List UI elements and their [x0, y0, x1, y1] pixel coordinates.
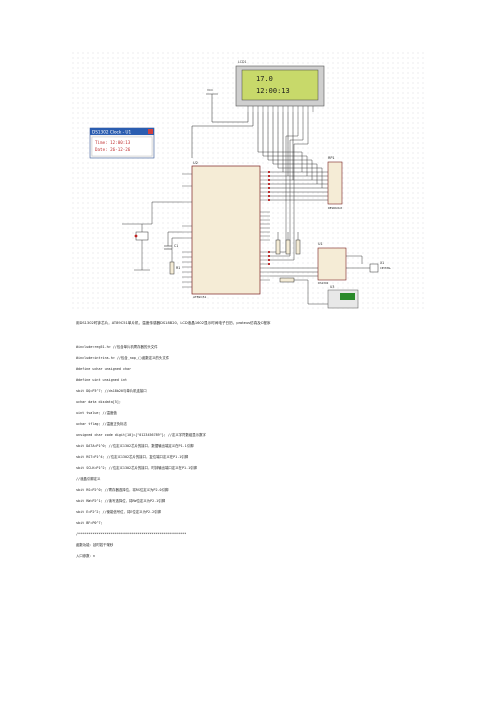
- r1-resistor: R1: [169, 261, 180, 275]
- code-line-14: sbit RS=P2^0; //寄存器选择位，将RS位定义为P2.0引脚: [76, 488, 169, 492]
- code-line-15: sbit RW=P2^1; //读写选择位，将RW位定义为P2.1引脚: [76, 499, 165, 503]
- u3-label: U3: [330, 285, 334, 289]
- reset-button[interactable]: [134, 231, 149, 241]
- rp1-sub-label: RESPACK-8: [328, 206, 342, 210]
- code-line-10: sbit DATA=P1^0; //位定义1302芯片的接口，数据输出端定义在P…: [76, 444, 194, 448]
- c1-capacitor: C1: [164, 244, 178, 250]
- r1-label: R1: [176, 266, 180, 270]
- x1-crystal: X1 CRYSTAL: [369, 261, 391, 273]
- code-line-16: sbit E=P2^2; //使能信号位，将E位定义为P2.2引脚: [76, 510, 161, 514]
- u2-label: U2: [193, 161, 198, 165]
- u1-label: U1: [318, 242, 323, 246]
- code-line-20: 入口参数：n: [76, 554, 95, 558]
- lcd-module: 17.0 12:00:13 LCD1: [235, 60, 325, 112]
- popup-time: Time: 12:00:13: [95, 140, 131, 145]
- code-line-11: sbit RST=P1^4; //位定义1302芯片的接口，复位端口定义在P1.…: [76, 455, 189, 459]
- code-line-9: unsigned char code digit[10]={"012345678…: [76, 433, 206, 437]
- code-line-7: uint tvalue; //温度值: [76, 411, 117, 415]
- code-line-6: uchar data disdata[5];: [76, 400, 121, 404]
- u2-sub-label: AT89C51: [193, 295, 206, 299]
- code-line-12: sbit SCLK=P1^2; //位定义1302芯片的接口，时钟输出端口定义在…: [76, 466, 197, 470]
- rp1-respack: RP1 RESPACK-8: [327, 156, 342, 210]
- code-line-4: #define uint unsigned int: [76, 378, 128, 382]
- u1-sub-label: DS1302: [318, 281, 329, 285]
- code-line-8: uchar tflag; //温度正负标志: [76, 422, 127, 426]
- code-line-3: #define uchar unsigned char: [76, 367, 132, 371]
- x1-label: X1: [380, 261, 384, 265]
- proteus-schematic-screenshot: 17.0 12:00:13 LCD1 VCC DS1302 Cl: [72, 52, 424, 310]
- lcd-line-2: 12:00:13: [256, 87, 290, 95]
- rp1-label: RP1: [328, 156, 335, 160]
- popup-date: Date: 26-12-26: [95, 147, 131, 152]
- lcd-label: LCD1: [238, 60, 246, 64]
- code-line-19: 函数功能：延时若干毫秒: [76, 543, 114, 547]
- caption-line: 用DS1302时钟芯片，AT89C51单片机，温度传感器DS18B20，LCD液…: [76, 321, 271, 325]
- lcd-line-1: 17.0: [256, 75, 273, 83]
- c1-label: C1: [174, 244, 178, 248]
- u3-sensor: U3: [327, 285, 359, 309]
- popup-title: DS1302 Clock - U1: [92, 130, 131, 135]
- code-line-17: sbit BF=P0^7;: [76, 521, 103, 525]
- code-line-13: //液晶引脚定义: [76, 477, 101, 481]
- x1-sub-label: CRYSTAL: [380, 266, 391, 270]
- code-line-1: #include<reg51.h> //包含单片机寄存器的头文件: [76, 345, 158, 349]
- vcc-label: VCC: [207, 88, 213, 92]
- u1-ds1302-chip: U1 DS1302: [317, 242, 347, 285]
- ds1302-clock-popup[interactable]: DS1302 Clock - U1 Time: 12:00:13 Date: 2…: [89, 127, 155, 159]
- code-line-2: #include<intrins.h> //包含_nop_()函数定义的头文件: [76, 356, 170, 360]
- code-line-18: /***************************************…: [76, 532, 187, 536]
- u2-at89c51-chip: U2 AT89C51: [182, 161, 270, 299]
- code-line-5: sbit DQ=P3^7; //ds18b20与单片机连接口: [76, 389, 147, 393]
